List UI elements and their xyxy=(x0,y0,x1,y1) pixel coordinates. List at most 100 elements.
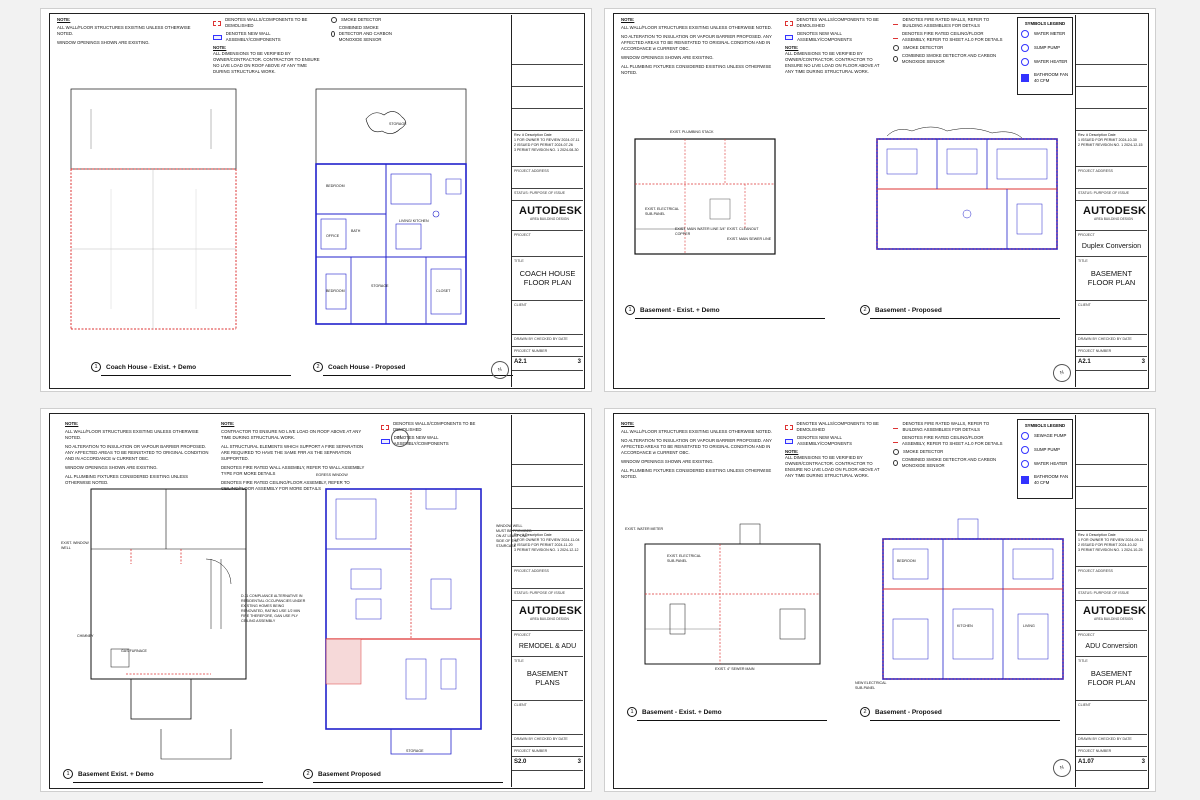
proposed-plan-drawing xyxy=(325,488,482,755)
project-cell: PROJECT Duplex Conversion xyxy=(1076,231,1147,257)
sheet-frame xyxy=(613,13,1149,389)
tb-blank xyxy=(512,65,583,87)
status: STATUS: PURPOSE OF ISSUE xyxy=(1076,589,1147,601)
new-wall-swatch xyxy=(785,438,794,444)
fire-ceiling-swatch xyxy=(893,441,898,443)
detector-legend: SMOKE DETECTOR COMBINED SMOKE DETECTOR A… xyxy=(331,17,401,45)
note-item: WINDOW OPENINGS SHOWN ARE EXISTING. xyxy=(621,459,714,464)
plan-label-storage-2: STORAGE xyxy=(371,284,389,288)
tb-blank xyxy=(512,509,583,531)
sheet-count: 3 xyxy=(577,759,581,765)
legend-item: DENOTES FIRE RATED CEILING/FLOOR ASSEMBL… xyxy=(901,31,1003,42)
legend-item: DENOTES WALLS/COMPONENTS TO BE DEMOLISHE… xyxy=(796,421,879,432)
revision-table: Rev. # Description Date 1 FOR OWNER TO R… xyxy=(1076,531,1147,567)
project-address: PROJECT ADDRESS xyxy=(1076,167,1147,189)
plan-label-window-well: EXIST. WINDOW WELL xyxy=(61,541,89,550)
sheet-remodel-adu: NOTE: ALL WALL/FLOOR STRUCTURES EXISTING… xyxy=(40,408,592,792)
rev-header: Rev. # Description Date xyxy=(1078,133,1116,137)
fire-legend: DENOTES FIRE RATED WALLS, REFER TO BUILD… xyxy=(893,17,1003,67)
project-address: PROJECT ADDRESS xyxy=(1076,567,1147,589)
project-label: PROJECT xyxy=(1078,233,1095,237)
notes-title: NOTE: xyxy=(621,421,635,426)
status: STATUS: PURPOSE OF ISSUE xyxy=(512,189,583,201)
proposed-plan-drawing xyxy=(882,518,1064,680)
smoke-detector-icon xyxy=(331,17,337,23)
project-label: PROJECT xyxy=(514,233,531,237)
sheet-frame xyxy=(49,413,585,789)
plan-label-chimney: CHIMNEY xyxy=(77,634,94,638)
general-notes: NOTE: ALL WALL/FLOOR STRUCTURES EXISTING… xyxy=(65,421,215,489)
revision-table: Rev. # Description Date 1 FOR OWNER TO R… xyxy=(512,531,583,567)
rev-header: Rev. # Description Date xyxy=(514,133,552,137)
legend-item: DENOTES WALLS/COMPONENTS TO BE DEMOLISHE… xyxy=(796,17,879,28)
plan-label-subpanel: EXIST. ELECTRICAL SUB-PANEL xyxy=(667,554,702,563)
client: CLIENT xyxy=(512,701,583,735)
co-detector-icon xyxy=(331,31,335,37)
note-item: ALL PLUMBING FIXTURES CONSIDERED EXISTIN… xyxy=(65,474,189,485)
symbol-label: WATER METER xyxy=(1034,31,1066,36)
legend-item: DENOTES FIRE RATED WALLS, REFER TO BUILD… xyxy=(902,421,990,432)
legend-note: ALL DIMENSIONS TO BE VERIFIED BY OWNER/C… xyxy=(785,455,880,478)
tb-blank xyxy=(1076,87,1147,109)
wall-legend: DENOTES WALLS/COMPONENTS TO BE DEMOLISHE… xyxy=(785,17,885,75)
proposed-plan-drawing xyxy=(876,126,1058,250)
plan-label-closet: CLOSET xyxy=(436,289,451,293)
legend-note: ALL DIMENSIONS TO BE VERIFIED BY OWNER/C… xyxy=(785,51,880,74)
general-notes: NOTE: ALL WALL/FLOOR STRUCTURES EXISTING… xyxy=(621,421,781,483)
project-name: Duplex Conversion xyxy=(1081,243,1142,250)
revision-table: Rev. # Description Date 1 FOR OWNER TO R… xyxy=(512,131,583,167)
symbol-label: BATHROOM FAN 40 CFM xyxy=(1034,474,1069,485)
symbols-title: SYMBOLS LEGEND xyxy=(1024,423,1066,428)
legend-note: ALL DIMENSIONS TO BE VERIFIED BY OWNER/C… xyxy=(213,51,320,74)
demolish-swatch xyxy=(785,424,793,430)
tb-blank xyxy=(512,109,583,131)
rev-row: 3 PERMIT REVISION NO. 1 2024-08-30 xyxy=(514,148,579,152)
plan-label-bedroom-2: BEDROOM xyxy=(326,289,345,293)
rev-row: 3 PERMIT REVISION NO. 1 2024-12-12 xyxy=(514,548,579,552)
proposed-plan-drawing xyxy=(315,88,467,325)
sheet-adu-basement: NOTE: ALL WALL/FLOOR STRUCTURES EXISTING… xyxy=(604,408,1156,792)
title-label: TITLE xyxy=(1078,259,1088,263)
plan-label-kitchen: KITCHEN xyxy=(957,624,973,628)
wall-legend: DENOTES WALLS/COMPONENTS TO BE DEMOLISHE… xyxy=(381,421,491,449)
autodesk-logo: AUTODESK xyxy=(1076,601,1147,617)
logo-cell: AUTODESK AREA BUILDING DESIGN xyxy=(1076,201,1147,231)
existing-plan-drawing xyxy=(90,488,247,760)
sump-pump-icon xyxy=(1021,44,1029,52)
logo-cell: AUTODESK AREA BUILDING DESIGN xyxy=(1076,601,1147,631)
client: CLIENT xyxy=(512,301,583,335)
notes-title: NOTE: xyxy=(57,17,71,22)
note-item: NO ALTERATION TO INSULATION OR VAPOUR BA… xyxy=(621,438,772,455)
project-cell: PROJECT xyxy=(512,231,583,257)
new-wall-swatch xyxy=(381,438,390,444)
plan-label-bedroom: BEDROOM xyxy=(326,184,345,188)
plan-label-furnace: GAS FURNACE xyxy=(121,649,147,653)
note-item: WINDOW OPENINGS SHOWN ARE EXISTING. xyxy=(621,55,714,60)
view-title: Basement - Proposed xyxy=(875,708,942,716)
note-item: ALL WALL/FLOOR STRUCTURES EXISTING UNLES… xyxy=(57,25,191,36)
view-title: Basement Exist. + Demo xyxy=(78,770,154,778)
drawing-title: BASEMENT FLOOR PLAN xyxy=(1087,269,1136,287)
view-title: Basement Proposed xyxy=(318,770,381,778)
view-title: Basement - Exist. + Demo xyxy=(642,708,722,716)
symbol-label: BATHROOM FAN 40 CFM xyxy=(1034,72,1069,83)
view-title: Coach House - Proposed xyxy=(328,363,406,371)
project-number: PROJECT NUMBER xyxy=(1076,747,1147,757)
rev-row: 1 FOR OWNER TO REVIEW 2024-07-11 xyxy=(514,138,580,142)
sheet-frame xyxy=(49,13,585,389)
tb-blank xyxy=(1076,15,1147,65)
wall-legend: DENOTES WALLS/COMPONENTS TO BE DEMOLISHE… xyxy=(785,421,885,479)
tb-blank xyxy=(1076,487,1147,509)
drawing-title: COACH HOUSE FLOOR PLAN xyxy=(519,269,576,287)
drawing-title: BASEMENT FLOOR PLAN xyxy=(1087,669,1136,687)
logo-text: AUTODESK xyxy=(519,605,583,617)
note-item: CONTRACTOR TO ENSURE NO LIVE LOAD ON ROO… xyxy=(221,429,362,440)
title-block: Rev. # Description Date 1 FOR OWNER TO R… xyxy=(1075,415,1147,787)
plan-label-sewer: EXIST. 4" SEWER MAIN xyxy=(715,667,755,671)
